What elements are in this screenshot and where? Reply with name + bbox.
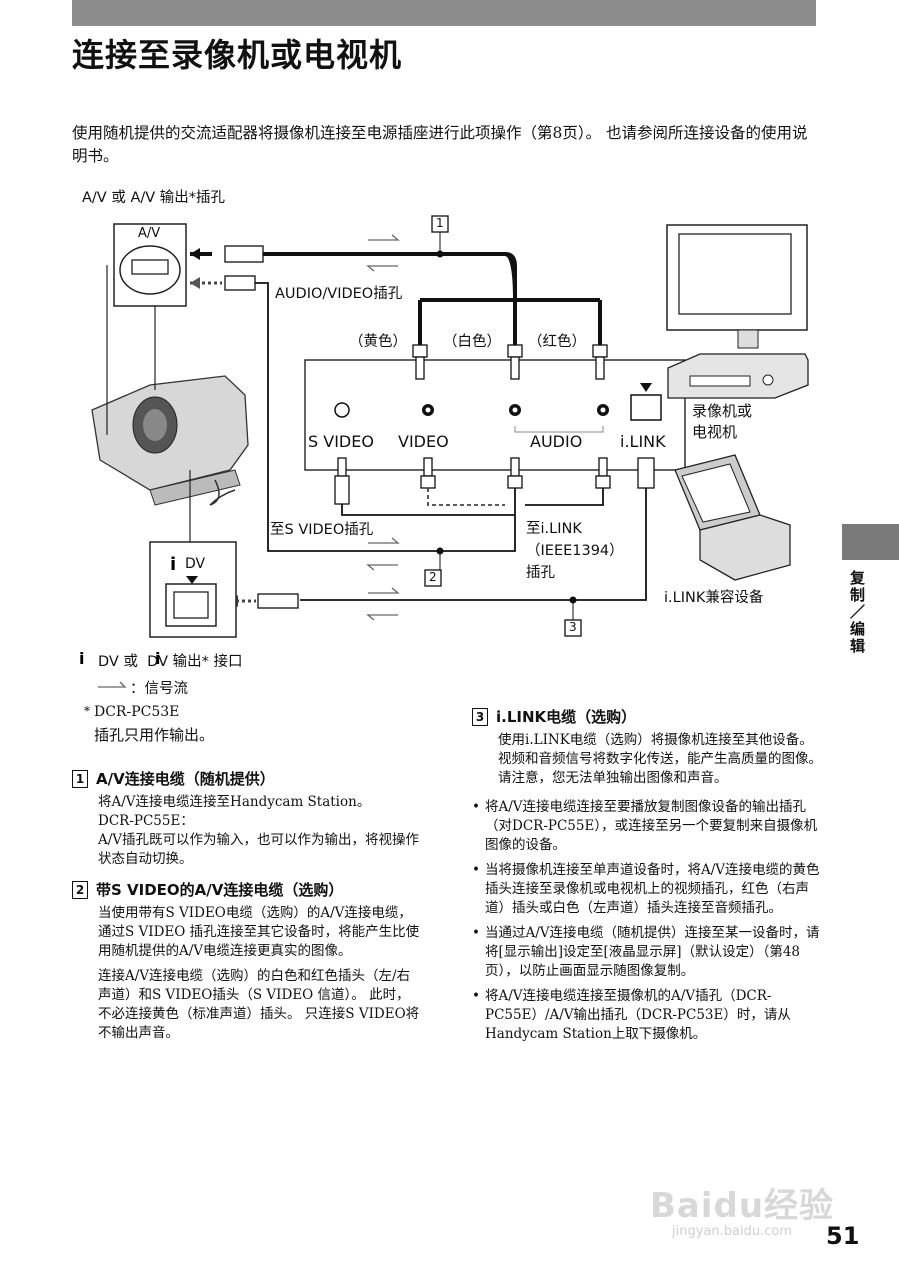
notes-list: 将A/V连接电缆连接至要播放复制图像设备的输出插孔（对DCR-PC55E），或连… [472,798,822,1044]
camcorder-illustration [91,375,249,506]
watermark-url: jingyan.baidu.com [672,1224,792,1239]
svideo-label: S VIDEO [308,432,374,451]
dv-label: DV [185,556,206,572]
tv-illustration [666,224,808,349]
section-3-body: 使用i.LINK电缆（选购）将摄像机连接至其他设备。 视频和音频信号将数字化传送… [498,732,822,786]
connection-diagram: i i i [79,215,809,688]
section-2-body: 当使用带有S VIDEO电缆（选购）的A/V连接电缆，通过S VIDEO 插孔连… [98,905,420,959]
section-3-number: 3 [472,708,488,726]
white-label: （白色） [443,334,501,350]
to-svideo-label: 至S VIDEO插孔 [270,522,374,538]
vcr-panel [304,359,686,471]
vcr-illustration [667,353,809,399]
cable-1 [262,252,602,345]
section-2-heading: 带S VIDEO的A/V连接电缆（选购） [96,881,344,899]
svg-text:i: i [155,649,160,668]
cable-2-number: 2 [429,570,437,584]
note-item: 当将摄像机连接至单声道设备时，将A/V连接电缆的黄色插头连接至录像机或电视机上的… [472,861,822,918]
page-title: 连接至录像机或电视机 [72,36,403,74]
signal-flow-label: ：信号流 [130,681,188,697]
to-ilink-label: 至i.LINK （IEEE1394） 插孔 [526,521,624,581]
section-2-title: 2 带S VIDEO的A/V连接电缆（选购） [72,879,422,900]
ilink-label: i.LINK [620,432,666,451]
footnote-mark: * [84,704,90,718]
audio-video-jack-label: AUDIO/VIDEO插孔 [275,286,403,302]
section-3-title: 3 i.LINK电缆（选购） [472,706,822,727]
section-1-body: 将A/V连接电缆连接至Handycam Station。 DCR-PC55E： … [98,794,420,867]
section-3: 3 i.LINK电缆（选购） 使用i.LINK电缆（选购）将摄像机连接至其他设备。… [472,706,822,788]
note-item: 当通过A/V连接电缆（随机提供）连接至某一设备时，请将[显示输出]设定至[液晶显… [472,924,822,981]
video-label: VIDEO [398,432,449,451]
red-label: （红色） [528,334,586,350]
section-1-number: 1 [72,770,88,788]
svg-text:i: i [170,554,176,575]
section-3-heading: i.LINK电缆（选购） [496,708,637,726]
section-1: 1 A/V连接电缆（随机提供） 将A/V连接电缆连接至Handycam Stati… [72,768,422,869]
svg-text:i: i [79,649,84,668]
yellow-label: （黄色） [349,334,407,350]
cable-3-number: 3 [569,620,577,634]
dv-interface-label: DV 或 DV 输出* 接口 [98,654,243,670]
av-label: A/V [138,226,161,241]
intro-paragraph: 使用随机提供的交流适配器将摄像机连接至电源插座进行此项操作（第8页）。 也请参阅… [72,124,808,165]
vcr-tv-label: 录像机或 电视机 [692,402,753,441]
cable-1-number: 1 [436,216,444,230]
section-2-body-2: 连接A/V连接电缆（选购）的白色和红色插头（左/右声道）和S VIDEO插头（S… [98,968,420,1041]
left-column: 1 A/V连接电缆（随机提供） 将A/V连接电缆连接至Handycam Stati… [72,768,422,1053]
section-1-heading: A/V连接电缆（随机提供） [96,770,275,788]
ilink-device-label: i.LINK兼容设备 [664,590,764,606]
note-item: 将A/V连接电缆连接至摄像机的A/V插孔（DCR-PC55E）/A/V输出插孔（… [472,987,822,1044]
watermark-brand: Baidu经验 [650,1186,835,1226]
note-item: 将A/V连接电缆连接至要播放复制图像设备的输出插孔（对DCR-PC55E），或连… [472,798,822,855]
section-2: 2 带S VIDEO的A/V连接电缆（选购） 当使用带有S VIDEO电缆（选购）… [72,879,422,1043]
side-tab-marker [842,524,899,560]
audio-label: AUDIO [530,432,583,451]
right-column: 3 i.LINK电缆（选购） 使用i.LINK电缆（选购）将摄像机连接至其他设备。… [472,706,822,1050]
ilink-jack [630,394,662,421]
section-1-title: 1 A/V连接电缆（随机提供） [72,768,422,789]
ilink-device-illustration [674,454,791,581]
footnote-text: 插孔只用作输出。 [94,726,215,744]
cable-3 [300,488,647,601]
footnote-model: DCR-PC53E [94,704,180,720]
header-bar [72,0,816,26]
av-jack-heading: A/V 或 A/V 输出*插孔 [82,190,226,206]
svideo-jack [334,402,350,418]
page-number: 51 [826,1222,860,1250]
section-2-number: 2 [72,881,88,899]
side-tab-label: 复制／编辑 [848,570,866,655]
